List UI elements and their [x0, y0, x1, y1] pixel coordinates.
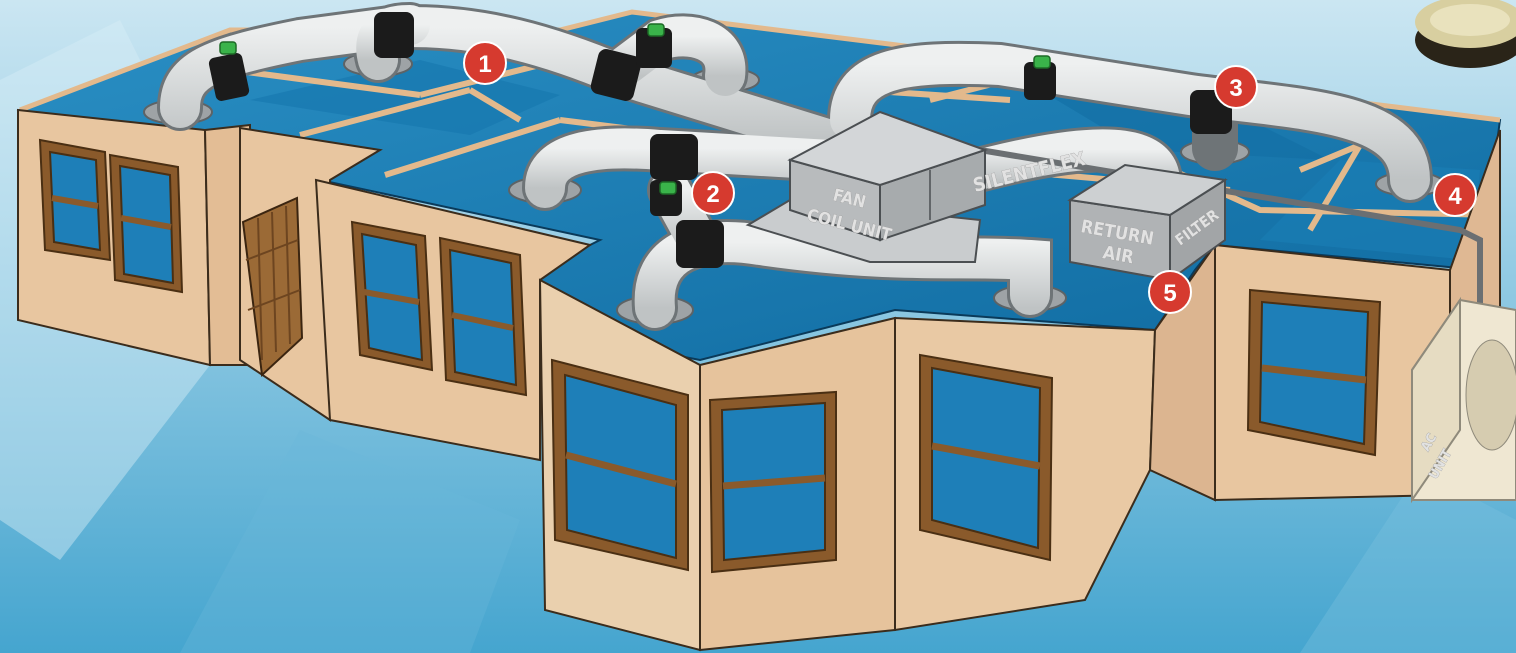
callout-4-number: 4: [1448, 183, 1462, 210]
connector-band: [590, 49, 642, 101]
callout-5: 5: [1148, 270, 1192, 314]
callout-1: 1: [463, 41, 507, 85]
connector-band: [676, 220, 724, 268]
window: [438, 236, 528, 397]
valve: [219, 41, 237, 55]
callout-5-number: 5: [1163, 280, 1176, 307]
callout-3-number: 3: [1229, 75, 1242, 102]
window: [1246, 288, 1382, 457]
window: [919, 353, 1054, 562]
callout-2-number: 2: [706, 181, 719, 208]
window: [550, 358, 689, 572]
window: [108, 153, 184, 294]
window: [708, 390, 837, 574]
background-shape: [1300, 470, 1516, 653]
callout-4: 4: [1433, 173, 1477, 217]
front-door: [241, 196, 304, 378]
connector-band: [1024, 62, 1056, 100]
fan-coil-unit: FAN COIL UNIT: [745, 110, 989, 263]
valve: [647, 23, 665, 37]
return-air-filter-box: RETURN AIR FILTER: [1067, 163, 1228, 282]
valve: [1033, 55, 1051, 69]
background-shape: [180, 430, 520, 653]
valve: [659, 181, 677, 195]
duct-connectors: [208, 12, 1232, 268]
connector-band: [650, 134, 698, 180]
connector-band: [374, 12, 414, 58]
callout-3: 3: [1214, 65, 1258, 109]
ac-unit: AC UNIT: [1411, 296, 1516, 504]
room-shade: [1040, 90, 1330, 160]
connector-band: [636, 28, 672, 68]
corner-cap-object: [1415, 0, 1516, 68]
window: [38, 138, 112, 262]
callout-1-number: 1: [478, 51, 491, 78]
window: [350, 220, 434, 372]
callout-2: 2: [691, 171, 735, 215]
windows: [38, 138, 1382, 574]
green-valves: [219, 23, 1051, 195]
connector-band: [208, 53, 250, 101]
